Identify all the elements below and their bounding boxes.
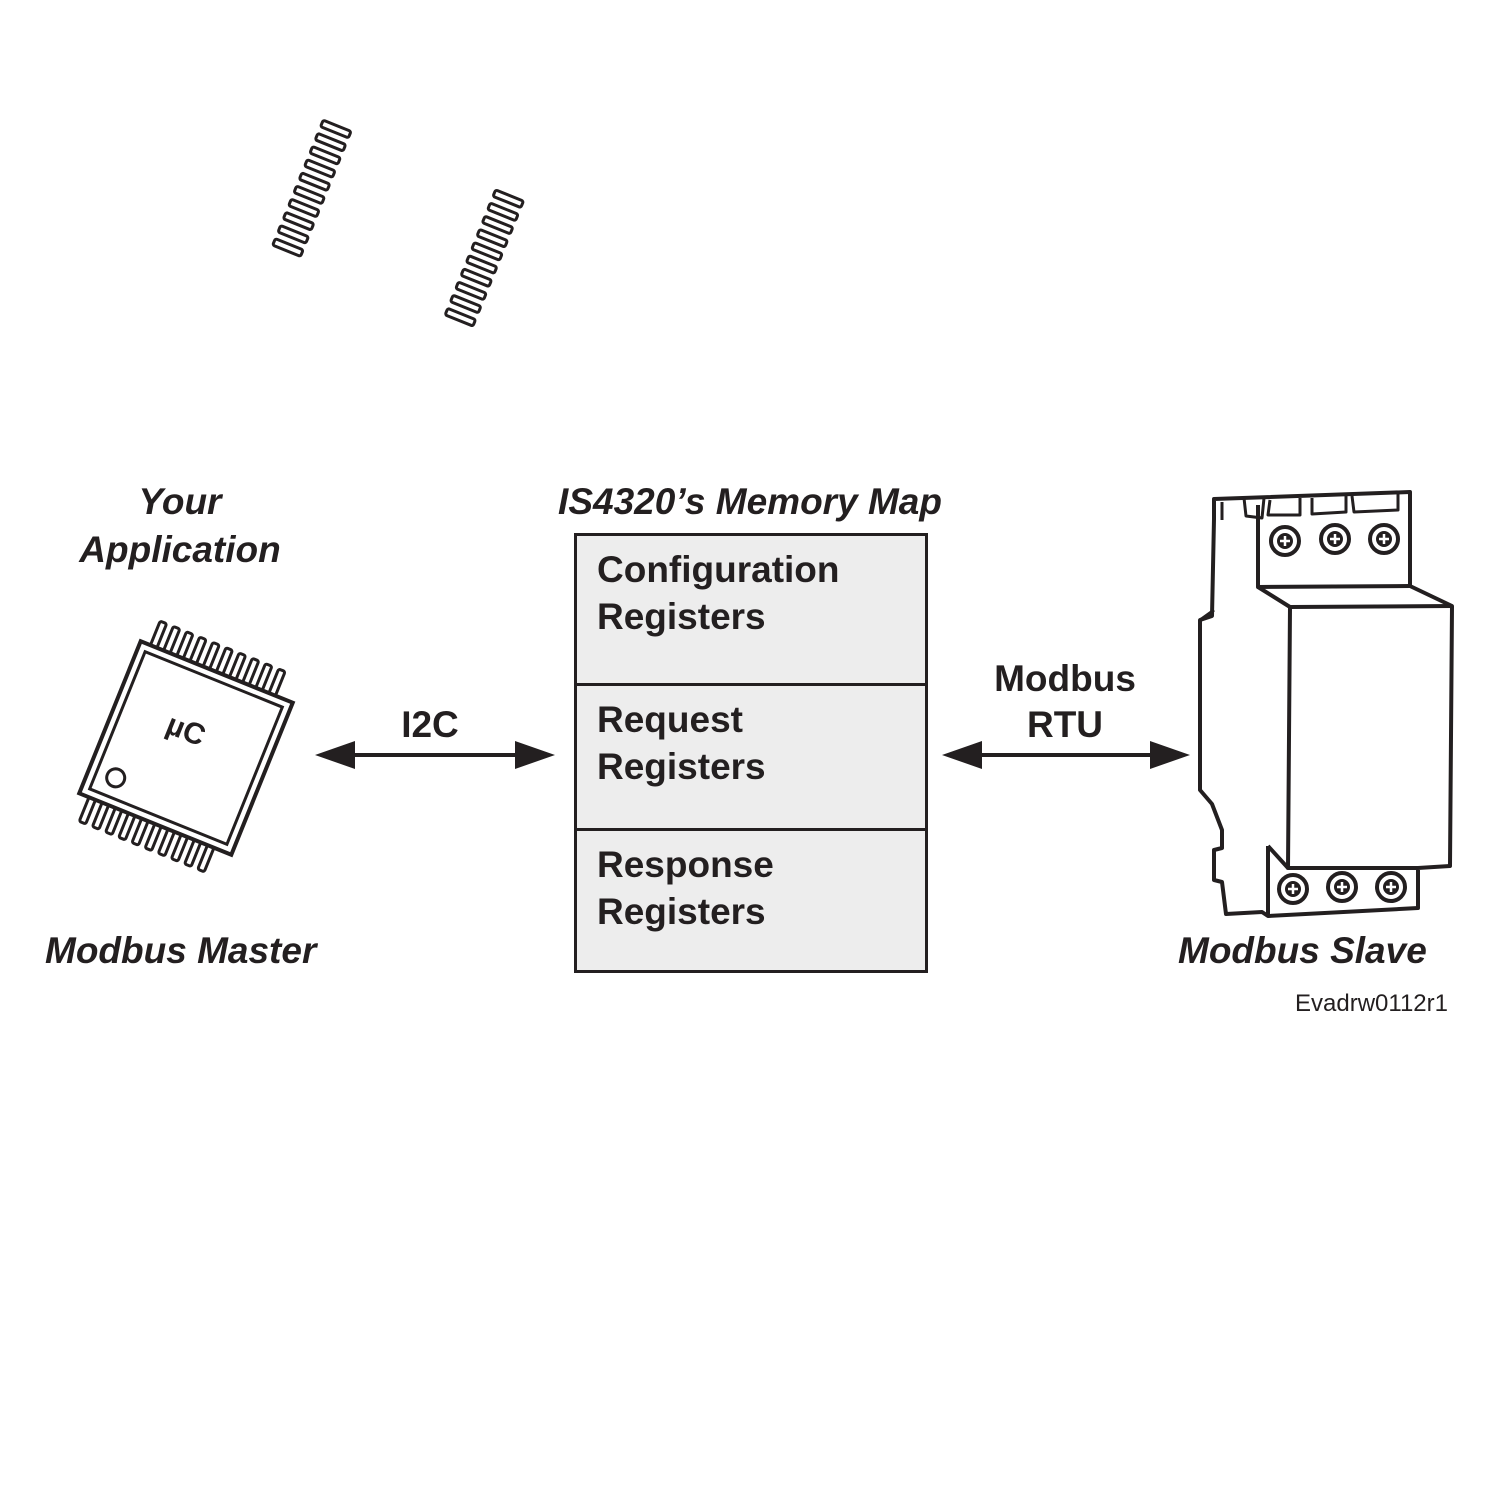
application-title: Your Application [30, 478, 330, 574]
terminal-screw-slot [1337, 882, 1347, 892]
chip-pin [492, 188, 525, 209]
i2c-arrow [315, 741, 555, 769]
response-registers-label: Response Registers [597, 844, 774, 932]
configuration-registers-label: Configuration Registers [597, 549, 840, 637]
chip-pin [486, 202, 520, 222]
chip-pin [460, 267, 493, 288]
chip-pin [314, 132, 347, 152]
chip-pin [277, 224, 310, 245]
request-registers-label: Request Registers [597, 699, 766, 787]
modbus-rtu-arrow [942, 741, 1190, 769]
chip-pin [481, 215, 514, 235]
din-rail-device-icon [1198, 490, 1454, 918]
drawing-code: Evadrw0112r1 [1295, 990, 1448, 1017]
application-title-line1: Your [138, 481, 222, 522]
chip-pin [470, 241, 504, 262]
i2c-label: I2C [401, 704, 459, 745]
chip-pin [293, 185, 326, 205]
memory-map-title: IS4320’s Memory Map [558, 481, 942, 522]
terminal-screw-slot [1386, 882, 1396, 892]
memory-map-table: Configuration Registers Request Register… [574, 533, 928, 973]
application-title-line2: Application [79, 529, 281, 570]
configuration-registers-block: Configuration Registers [577, 536, 925, 683]
chip-pin [449, 294, 482, 314]
terminal-screw-slot [1288, 884, 1298, 894]
chip-pin [476, 228, 509, 248]
terminal-screw-slot [1280, 536, 1290, 546]
chip-pin [298, 171, 331, 192]
microcontroller-icon [76, 119, 525, 873]
modbus-master-label: Modbus Master [45, 930, 317, 971]
response-registers-block: Response Registers [577, 828, 925, 970]
terminal-screw-slot [1379, 534, 1389, 544]
chip-pin [444, 307, 477, 327]
chip-pin [454, 281, 488, 301]
modbus-slave-label: Modbus Slave [1178, 930, 1427, 971]
chip-pin [319, 119, 352, 139]
terminal-screw-slot [1330, 534, 1340, 544]
chip-pin [282, 211, 315, 231]
chip-pin [287, 198, 320, 218]
chip-pin [309, 145, 342, 166]
modbus-rtu-label: Modbus RTU [994, 658, 1136, 745]
chip-pin [271, 237, 305, 258]
chip-pin [303, 158, 336, 179]
chip-pin [465, 254, 498, 275]
request-registers-block: Request Registers [577, 683, 925, 828]
